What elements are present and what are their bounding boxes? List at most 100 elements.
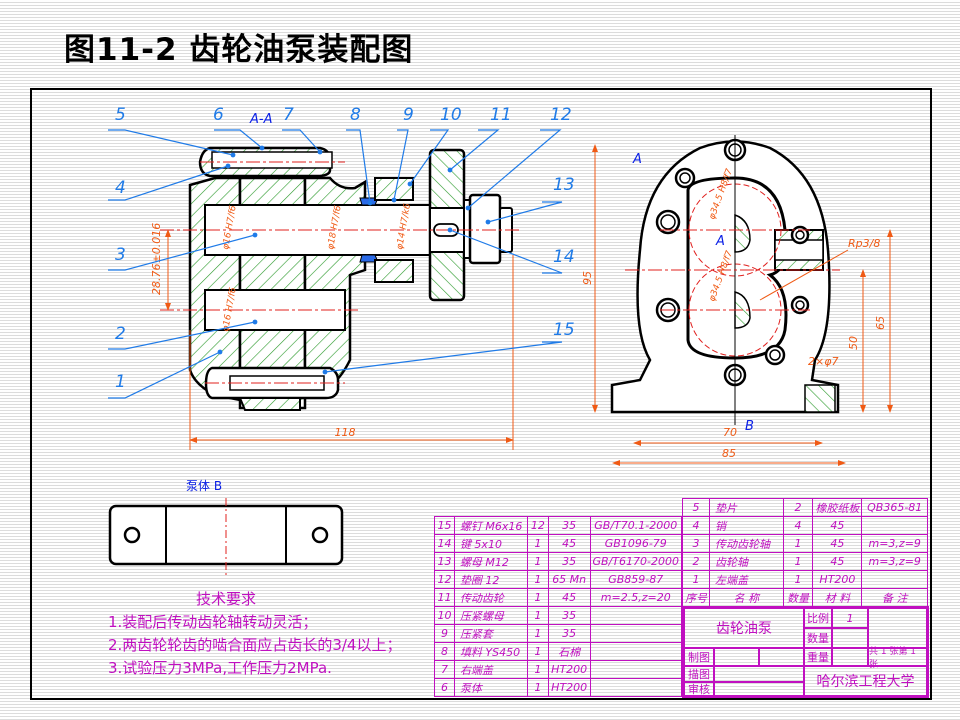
bom-no: 5 <box>682 498 710 517</box>
leader-line <box>322 341 563 375</box>
bom-material: HT200 <box>547 660 591 679</box>
bom-no: 15 <box>434 516 455 535</box>
bom-no: 12 <box>434 570 455 589</box>
bom-material: 45 <box>812 516 863 535</box>
leader-line <box>447 129 500 173</box>
bom-header-qty: 数量 <box>782 588 814 607</box>
top-pin <box>211 151 333 169</box>
bom-name: 螺钉 M6x16 <box>453 516 528 535</box>
bom-no: 6 <box>434 678 455 697</box>
bom-qty: 1 <box>526 606 549 625</box>
partial-view-label: 泵体 B <box>186 479 222 493</box>
dim-65: 65 <box>874 316 887 330</box>
bolt-hole <box>790 225 810 245</box>
leader-line <box>485 201 563 225</box>
bom-no: 3 <box>682 534 710 553</box>
bom-header-note: 备 注 <box>861 588 928 607</box>
bom-note: m=3,z=9 <box>861 534 928 553</box>
checked-label: 审核 <box>684 682 714 696</box>
bom-qty: 1 <box>526 552 549 571</box>
drawn-date <box>759 648 804 666</box>
bolt-hole <box>764 344 786 366</box>
bom-qty: 1 <box>526 588 549 607</box>
balloon-number: 7 <box>283 105 294 125</box>
bom-qty: 1 <box>782 534 814 553</box>
leader-line <box>108 319 258 350</box>
bom-name: 压紧螺母 <box>453 606 528 625</box>
bolt-hole <box>655 209 681 235</box>
balloon-number: 1 <box>115 372 126 392</box>
bom-note: GB/T6170-2000 <box>589 552 683 571</box>
bom-material: 45 <box>547 534 591 553</box>
balloon-7: 7 <box>282 105 323 155</box>
bom-note: GB/T70.1-2000 <box>589 516 683 535</box>
dim-95: 95 <box>581 271 594 285</box>
bom-qty: 1 <box>526 660 549 679</box>
balloon-8: 8 <box>346 105 373 206</box>
bolt-hole-inner <box>679 172 691 184</box>
balloon-number: 11 <box>490 105 512 125</box>
base-hole <box>311 526 329 544</box>
tech-heading: 技术要求 <box>196 590 257 608</box>
bom-name: 齿轮轴 <box>709 552 784 571</box>
gland-nut <box>374 177 414 201</box>
leader-line <box>447 227 563 274</box>
base-hole <box>123 526 141 544</box>
dim-70: 70 <box>723 426 737 439</box>
bom-note <box>861 516 928 535</box>
bom-header-no: 序号 <box>682 588 710 607</box>
bom-qty: 1 <box>782 570 814 589</box>
qty-value <box>832 628 868 648</box>
leader-line <box>108 129 236 158</box>
main-section-view: 118 28.76±0.016 φ16 H7/f6 φ16 H7/f6 φ18 … <box>150 112 520 450</box>
bom-note: m=3,z=9 <box>861 552 928 571</box>
leader-line <box>391 129 409 203</box>
bom-no: 1 <box>682 570 710 589</box>
bom-note: GB859-87 <box>589 570 683 589</box>
technical-requirements: 技术要求 1.装配后传动齿轮轴转动灵活； 2.两齿轮轮齿的啮合面应占齿长的3/4… <box>108 588 401 680</box>
balloon-number: 12 <box>550 105 572 125</box>
bom-name: 左端盖 <box>709 570 784 589</box>
bom-header-name: 名 称 <box>709 588 784 607</box>
bom-no: 7 <box>434 660 455 679</box>
section-mark-a-top: A <box>632 152 642 167</box>
bom-material: 45 <box>812 552 863 571</box>
balloon-14: 14 <box>447 227 575 274</box>
bom-material: HT200 <box>812 570 863 589</box>
balloon-15: 15 <box>322 320 575 375</box>
bom-name: 传动齿轮 <box>453 588 528 607</box>
bom-name: 泵体 <box>453 678 528 697</box>
bom-name: 螺母 M12 <box>453 552 528 571</box>
partial-view-b: 泵体 B <box>108 479 344 575</box>
bom-name: 压紧套 <box>453 624 528 643</box>
bom-material: 65 Mn <box>547 570 591 589</box>
bom-no: 2 <box>682 552 710 571</box>
bom-material: 45 <box>547 588 591 607</box>
leader-line <box>108 232 258 271</box>
bom-name: 销 <box>709 516 784 535</box>
parts-list-header: 序号名 称数量材 料备 注 <box>682 588 928 607</box>
bom-material: 石棉 <box>547 642 591 661</box>
leader-line <box>214 129 265 151</box>
pump-body-base <box>238 397 301 411</box>
bom-header-material: 材 料 <box>812 588 863 607</box>
leader-line <box>108 163 231 201</box>
bom-no: 4 <box>682 516 710 535</box>
page-title: 图11-2 齿轮油泵装配图 <box>64 32 414 68</box>
bom-qty: 4 <box>782 516 814 535</box>
hex-nut <box>468 193 502 265</box>
dim-center-distance: 28.76±0.016 <box>150 223 163 295</box>
traced-name <box>714 666 804 682</box>
bom-no: 13 <box>434 552 455 571</box>
bom-qty: 12 <box>526 516 549 535</box>
